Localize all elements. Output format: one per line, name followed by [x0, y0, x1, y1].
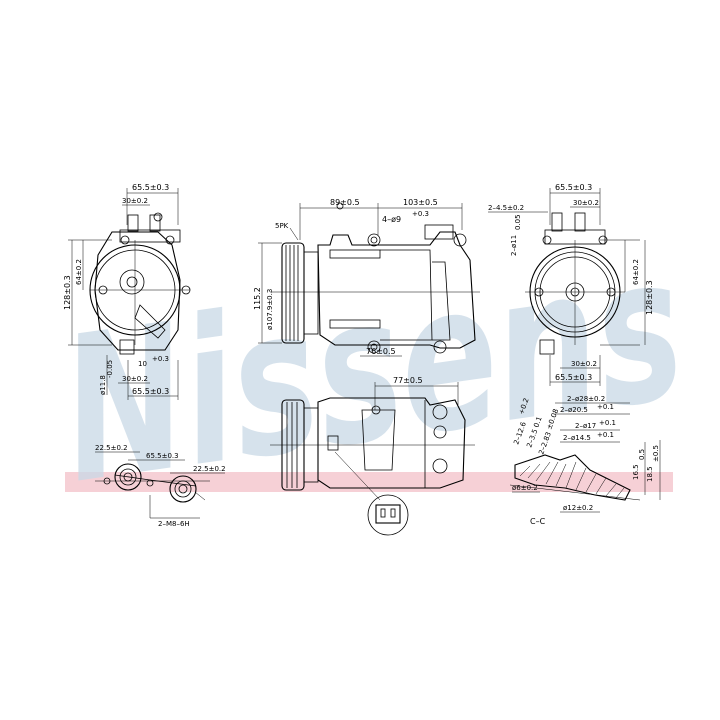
dim-center-76: 76±0.5 — [366, 347, 396, 356]
dim-center-89: 89±0.5 — [330, 198, 360, 207]
dim-sec-h1-tol: 0.5 — [638, 449, 646, 460]
dim-center-115: 115.2 — [253, 287, 262, 310]
dim-sec-h2-tol: ±0.5 — [652, 445, 660, 462]
dim-sec-h1: 16.5 — [632, 464, 640, 480]
dim-port-thread: 2–M8–6H — [158, 520, 190, 528]
dim-sec-d2: 2–ø20.5 — [560, 406, 588, 414]
dim-left-height2: 64±0.2 — [75, 259, 83, 285]
center-view: 89±0.5 103±0.5 4–ø9 +0.3 5PK 115. — [253, 198, 480, 357]
dim-sec-d4-tol: +0.1 — [597, 431, 614, 439]
dim-left-top2: 30±0.2 — [122, 197, 148, 205]
dim-right-top2: 30±0.2 — [573, 199, 599, 207]
dim-right-bore: 2–ø11 — [510, 235, 518, 256]
dim-port-a: 22.5±0.2 — [95, 444, 128, 452]
dim-right-bot2: 65.5±0.3 — [555, 373, 592, 382]
lower-center-view: 77±0.5 — [270, 376, 475, 536]
dim-lower-77: 77±0.5 — [393, 376, 423, 385]
dim-left-hole: 10 — [138, 360, 147, 368]
dim-right-height: 64±0.2 — [632, 259, 640, 285]
dim-sec-d4: 2–ø14.5 — [563, 434, 591, 442]
right-view: 65.5±0.3 30±0.2 2–4.5±0.2 2–ø11 0.05 64±… — [488, 183, 654, 386]
dim-left-hole-tol: +0.3 — [152, 355, 169, 363]
dim-center-holes-tol: +0.3 — [412, 210, 429, 218]
dim-right-bore-tol: 0.05 — [514, 214, 522, 230]
dim-sec-d6: ø12±0.2 — [563, 504, 593, 512]
dim-right-bot: 30±0.2 — [571, 360, 597, 368]
dim-center-103: 103±0.5 — [403, 198, 438, 207]
dim-sec-h2: 18.5 — [646, 466, 654, 482]
dim-right-height2: 128±0.3 — [645, 280, 654, 315]
dim-sec-d5: ø6±0.2 — [512, 484, 538, 492]
dim-left-bore-tol: -0.05 — [106, 360, 114, 378]
dim-left-bore: ø11.8 — [99, 375, 107, 395]
dim-port-c: 22.5±0.2 — [193, 465, 226, 473]
section-label: C–C — [530, 517, 546, 526]
port-view: 22.5±0.2 65.5±0.3 22.5±0.2 2–M8–6H — [95, 444, 226, 528]
dim-center-pulley: ø107.9±0.3 — [266, 289, 274, 330]
dim-sec-a2-tol: 0.1 — [532, 415, 543, 428]
dim-right-top: 65.5±0.3 — [555, 183, 592, 192]
dim-left-bot: 30±0.2 — [122, 375, 148, 383]
left-view: 65.5±0.3 30±0.2 128±0.3 64±0.2 10 +0.3 ø… — [63, 183, 191, 400]
dim-left-bot2: 65.5±0.3 — [132, 387, 169, 396]
dim-center-holes: 4–ø9 — [382, 215, 401, 224]
dim-port-b: 65.5±0.3 — [146, 452, 179, 460]
label-5pk: 5PK — [275, 222, 289, 230]
dim-sec-d3: 2–ø17 — [575, 422, 596, 430]
dim-right-holes: 2–4.5±0.2 — [488, 204, 524, 212]
dim-left-top: 65.5±0.3 — [132, 183, 169, 192]
dim-sec-d3-tol: +0.1 — [599, 419, 616, 427]
dim-sec-d2-tol: +0.1 — [597, 403, 614, 411]
dim-left-height: 128±0.3 — [63, 275, 72, 310]
dim-sec-d1: 2–ø28±0.2 — [567, 395, 605, 403]
watermark-band — [65, 472, 673, 492]
